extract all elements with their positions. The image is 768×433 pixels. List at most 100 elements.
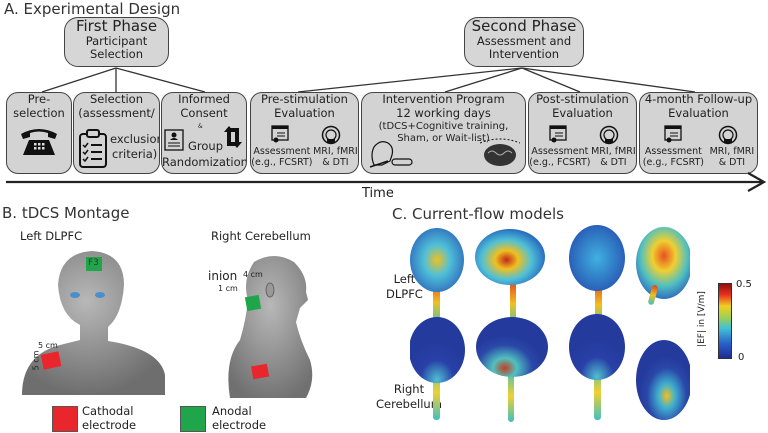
- colorbar-max: 0.5: [736, 279, 752, 290]
- timeline-arrow: [6, 172, 767, 192]
- stage-line: (assessment/: [78, 105, 155, 120]
- anodal-legend-swatch: [180, 406, 206, 432]
- mri-scanner-icon: [718, 125, 738, 145]
- assessment-label: Assessment: [644, 146, 702, 158]
- mri-label-2: & DTI: [600, 157, 627, 169]
- head-with-tdcs-icon: [369, 141, 413, 168]
- colorbar-min: 0: [738, 352, 745, 363]
- brain-cerebellum-front: [410, 317, 465, 420]
- stage-pre-stimulation: Pre-stimulation Evaluation Assessment(e.…: [250, 92, 359, 174]
- eye: [95, 292, 105, 298]
- brain-cerebellum-side: [476, 317, 548, 422]
- shuffle-arrows-icon: [224, 126, 242, 148]
- mri-scanner-icon: [599, 125, 619, 145]
- evaluation-pair: Assessment(e.g., FCSRT) MRI, fMRI& DTI: [251, 146, 358, 169]
- ear: [265, 282, 275, 298]
- stage-post-stimulation: Post-stimulation Evaluation Assessment(e…: [528, 92, 637, 174]
- connector-line: [41, 67, 117, 93]
- stage-line: selection: [13, 105, 65, 120]
- cathodal-electrode-shoulder: [40, 351, 62, 370]
- row-label-line: DLPFC: [386, 286, 423, 301]
- stage-intervention-program: Intervention Program 12 working days (tD…: [361, 92, 526, 174]
- stage-line: Informed: [178, 92, 230, 106]
- stage-line: Selection: [90, 92, 143, 106]
- assessment-form-icon: [271, 125, 289, 143]
- panel-a-title: A. Experimental Design: [4, 0, 181, 18]
- mri-scanner-icon: [321, 125, 341, 145]
- stage-pre-selection: Pre- selection: [6, 92, 72, 174]
- brain-dlpfc-front: [410, 228, 464, 325]
- second-phase-subtitle-1: Assessment and: [476, 34, 572, 49]
- first-phase-subtitle-1: Participant: [85, 34, 148, 49]
- stage-line: Group: [188, 139, 224, 153]
- brain-icon: [480, 138, 520, 166]
- first-phase-title: First Phase: [75, 17, 158, 35]
- inion-label: inion: [208, 269, 238, 283]
- stage-line: Randomization: [162, 155, 247, 170]
- mri-label: MRI, fMRI: [709, 146, 755, 158]
- brain-models: [410, 225, 690, 422]
- left-dlpfc-label: Left DLPFC: [20, 229, 83, 243]
- brain-dlpfc-bottom: [636, 227, 690, 305]
- legend-line: Anodal: [212, 404, 252, 418]
- assessment-label: Assessment: [531, 146, 589, 158]
- legend-line: Cathodal: [82, 404, 134, 418]
- assessment-example: (e.g., FCSRT): [642, 157, 705, 169]
- stage-line: Sham, or Wait-list): [397, 132, 490, 144]
- stage-line: Evaluation: [552, 105, 613, 120]
- consent-form-icon: [164, 129, 184, 151]
- evaluation-pair: Assessment(e.g., FCSRT) MRI, fMRI& DTI: [529, 146, 636, 169]
- assessment-label: Assessment: [253, 146, 311, 158]
- colorbar: [718, 283, 732, 359]
- head-model-back: [228, 256, 313, 398]
- anodal-electrode-f3: [86, 257, 102, 271]
- stage-line: (tDCS+Cognitive training,: [378, 120, 509, 132]
- brain-dlpfc-side: [475, 229, 545, 328]
- mri-label: MRI, fMRI: [591, 146, 636, 158]
- dist-5cm-vertical: 5 cm: [31, 350, 41, 371]
- stage-line: exclusion: [110, 132, 160, 146]
- connector-line: [521, 67, 696, 93]
- stage-line: Pre-: [27, 92, 51, 106]
- mri-label-2: & DTI: [718, 157, 746, 169]
- panel-c-title: C. Current-flow models: [392, 205, 564, 223]
- row-label-left-dlpfc: Left DLPFC: [386, 272, 423, 302]
- colorbar-label: |EF| in [V/m]: [697, 291, 707, 347]
- second-phase-title: Second Phase: [471, 17, 577, 35]
- legend-line: electrode: [82, 418, 137, 433]
- evaluation-pair: Assessment(e.g., FCSRT) MRI, fMRI& DTI: [640, 146, 757, 169]
- timeline-label: Time: [362, 186, 394, 201]
- stage-line: 4-month Follow-up: [644, 92, 753, 106]
- panel-b-title: B. tDCS Montage: [2, 204, 130, 222]
- dist-5cm-horizontal: 5 cm: [38, 341, 58, 350]
- row-label-right-cerebellum: Right Cerebellum: [376, 382, 442, 412]
- first-phase-subtitle-2: Selection: [90, 47, 143, 62]
- clipboard-checklist-icon: [79, 129, 107, 168]
- ampersand: &: [198, 123, 203, 130]
- legend-line: electrode: [212, 418, 267, 433]
- connector-line: [115, 67, 206, 93]
- eye: [70, 292, 80, 298]
- stage-line: Pre-stimulation: [261, 92, 348, 106]
- brain-cerebellum-back: [569, 314, 625, 420]
- cathodal-legend-swatch: [52, 406, 78, 432]
- connector-line: [444, 67, 523, 93]
- stage-informed-consent: Informed Consent & Group Randomization: [161, 92, 247, 174]
- stage-line: 12 working days: [396, 105, 491, 120]
- assessment-form-icon: [664, 125, 682, 143]
- right-cerebellum-label: Right Cerebellum: [211, 229, 311, 243]
- second-phase-subtitle-2: Intervention: [488, 47, 560, 62]
- f3-label: F3: [88, 258, 99, 268]
- row-label-line: Left: [393, 272, 416, 286]
- dist-4cm: 4 cm: [243, 270, 263, 279]
- connector-line: [297, 67, 523, 93]
- second-phase-box: Second Phase Assessment and Intervention: [464, 17, 584, 67]
- assessment-form-icon: [549, 125, 567, 143]
- stage-line: Consent: [180, 105, 228, 120]
- stage-selection: Selection (assessment/ exclusion criteri…: [73, 92, 160, 174]
- phase-connector-lines: [41, 67, 696, 93]
- stage-line: Post-stimulation: [536, 92, 629, 106]
- row-label-line: Right: [393, 382, 425, 396]
- anodal-electrode-cerebellum: [244, 294, 262, 312]
- telephone-icon: [21, 128, 57, 155]
